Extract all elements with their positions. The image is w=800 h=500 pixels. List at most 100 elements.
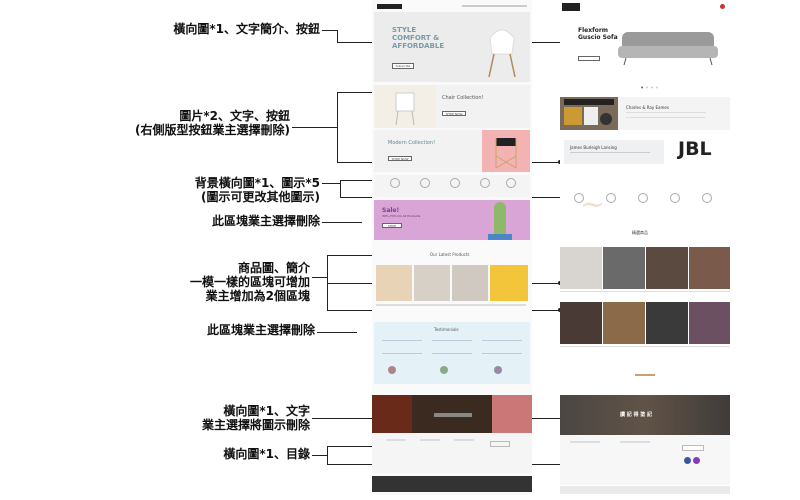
hero-banner: STYLE COMFORT & AFFORDABLE Subscribe <box>374 12 530 82</box>
client-hero-button[interactable] <box>578 56 600 61</box>
product-image-2 <box>414 265 450 301</box>
hero-text: STYLE COMFORT & AFFORDABLE <box>392 26 445 51</box>
chair-title: Chair Collection! <box>442 95 484 101</box>
testimonial-text-1 <box>382 340 422 354</box>
latest-title: Our Latest Products <box>430 252 470 257</box>
annotation-icons: 背景橫向圖*1、圖示*5(圖示可更改其他圖示) <box>194 176 320 204</box>
eames-desc <box>626 112 706 118</box>
modern-collection-block: Modern Collection! SHOP NOW <box>374 130 530 172</box>
line-hero-a <box>322 30 337 31</box>
line-foot-b <box>327 446 328 464</box>
client-icon-4 <box>670 193 680 203</box>
icon-row <box>374 175 530 197</box>
chair-shop-button[interactable]: SHOP NOW <box>442 111 466 116</box>
line-icon-a <box>322 183 340 184</box>
feature-icon-5 <box>506 178 516 188</box>
director-chair-image <box>482 130 530 172</box>
client-product-5 <box>560 302 602 344</box>
feature-icon-1 <box>390 178 400 188</box>
product-image-3 <box>452 265 488 301</box>
left-banner <box>372 395 532 433</box>
logo <box>377 4 402 9</box>
client-more-link[interactable] <box>635 374 655 376</box>
annotation-banner: 橫向圖*1、文字業主選擇將圖示刪除 <box>201 404 310 432</box>
cart-icon[interactable] <box>720 4 725 9</box>
banner-text <box>434 413 472 417</box>
left-copyright-bar <box>372 476 532 492</box>
product-image-1 <box>376 265 412 301</box>
hero-button[interactable]: Subscribe <box>392 63 414 69</box>
annotation-footer: 橫向圖*1、目錄 <box>223 447 310 461</box>
client-product-4 <box>689 247 730 289</box>
jbl-logo: JBL <box>678 138 712 160</box>
client-logo <box>562 3 580 11</box>
client-product-7 <box>646 302 688 344</box>
nav-menu <box>462 5 527 7</box>
testimonial-block: Testimonials <box>374 322 530 384</box>
client-footer-col-1 <box>570 441 600 471</box>
line-sale <box>322 222 362 223</box>
client-copyright-bar <box>560 486 730 494</box>
line-foot-a <box>312 455 327 456</box>
client-product-2 <box>603 247 645 289</box>
line-testi <box>317 332 357 333</box>
testimonial-title: Testimonials <box>434 327 459 332</box>
line-coll-a <box>292 127 337 128</box>
client-product-6 <box>603 302 645 344</box>
chair-icon <box>488 29 516 78</box>
pot-image <box>488 234 512 240</box>
footer-subscribe[interactable] <box>490 441 510 447</box>
sale-sub: 30%-70% On All Products <box>382 214 421 218</box>
annotation-hero: 橫向圖*1、文字簡介、按鈕 <box>173 22 320 36</box>
sofa-icon <box>618 32 718 66</box>
client-product-8 <box>689 302 730 344</box>
facebook-icon[interactable] <box>684 457 691 464</box>
banner-left-accent <box>372 395 412 433</box>
product-captions <box>376 304 526 306</box>
line-icon-b <box>340 180 341 197</box>
right-client-mockup: Flexform Guscio Sofa Charles & Ray Eames <box>560 0 730 495</box>
line-icon-c <box>340 180 375 181</box>
eames-image <box>560 97 618 130</box>
instagram-icon[interactable] <box>693 457 700 464</box>
client-footer-subscribe[interactable] <box>682 445 704 451</box>
sale-button[interactable]: SHOP <box>382 223 402 228</box>
annotation-products: 商品圖、簡介一模一樣的區塊可增加業主增加為2個區塊 <box>189 261 310 303</box>
modern-title: Modern Collection! <box>388 140 436 146</box>
product-image-4 <box>490 265 528 301</box>
cactus-image <box>494 202 506 238</box>
chair-image <box>374 85 436 128</box>
client-captions-1 <box>560 291 730 297</box>
avatar-3 <box>494 366 502 374</box>
line-coll-c <box>337 92 375 93</box>
annotation-collections: 圖片*2、文字、按鈕(右側版型按鈕業主選擇刪除) <box>135 109 290 137</box>
line-hero-b <box>337 30 338 42</box>
feature-icon-3 <box>450 178 460 188</box>
client-footer <box>560 435 730 485</box>
client-product-3 <box>646 247 688 289</box>
client-hero: Flexform Guscio Sofa <box>560 14 730 76</box>
client-footer-col-2 <box>620 441 650 471</box>
line-coll-b <box>337 92 338 162</box>
client-banner-text: 讀 記 得 塗 記 <box>620 412 652 418</box>
eames-block: Charles & Ray Eames <box>560 97 730 130</box>
line-prod-b <box>327 255 328 310</box>
annotation-testimonial-removed: 此區塊業主選擇刪除 <box>206 323 315 337</box>
modern-shop-button[interactable]: SHOP NOW <box>388 156 412 161</box>
jbl-block: James Burleigh Lansing JBL <box>560 138 730 166</box>
sale-title: Sale! <box>382 207 400 214</box>
client-products-title: 精選商品 <box>632 230 648 235</box>
chair-collection-block: Chair Collection! SHOP NOW <box>374 85 530 128</box>
jbl-text-panel: James Burleigh Lansing <box>564 140 664 164</box>
watermark-script: ~ <box>580 187 606 222</box>
feature-icon-4 <box>480 178 490 188</box>
jbl-desc <box>570 152 650 157</box>
carousel-dots[interactable] <box>640 74 660 89</box>
client-icon-5 <box>702 193 712 203</box>
client-captions-2 <box>560 346 730 352</box>
sale-block: Sale! 30%-70% On All Products SHOP <box>374 200 530 240</box>
annotation-sale-removed: 此區塊業主選擇刪除 <box>211 214 320 228</box>
client-icon-2 <box>606 193 616 203</box>
client-icon-1 <box>574 193 584 203</box>
line-foot-c <box>327 446 377 447</box>
